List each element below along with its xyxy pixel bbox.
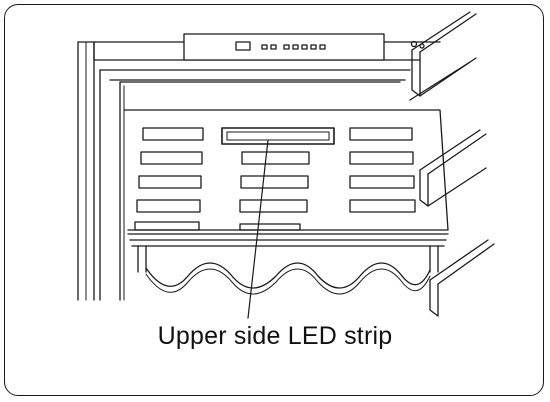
door-frames <box>409 11 495 317</box>
inner-cavity <box>99 69 411 301</box>
figure-caption: Upper side LED strip <box>157 322 393 350</box>
vent-slots <box>134 127 416 231</box>
bottle-cradle-lower <box>145 268 431 295</box>
leader-line <box>247 139 269 319</box>
mounting-screws <box>410 40 425 49</box>
cabinet-left-wall <box>77 41 441 301</box>
bottle-cradle <box>145 262 431 289</box>
shelf-rail <box>127 233 449 273</box>
led-strip <box>221 127 335 145</box>
top-control-panel <box>93 33 421 61</box>
